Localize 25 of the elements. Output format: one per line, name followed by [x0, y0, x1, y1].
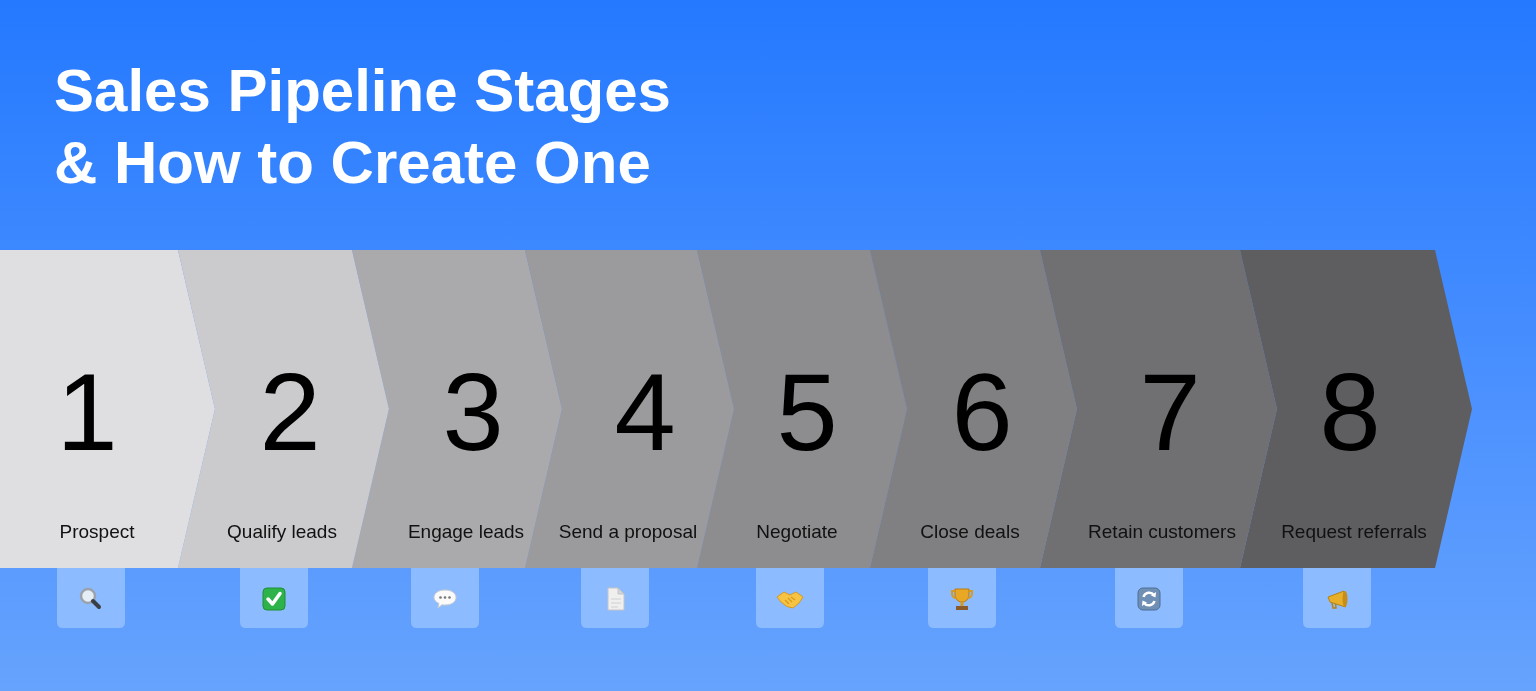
step-label: Request referrals: [1281, 520, 1427, 544]
step-number: 4: [614, 357, 676, 467]
step-number: 8: [1319, 357, 1381, 467]
chevron-step: [0, 250, 215, 568]
step-label: Prospect: [59, 520, 135, 544]
title: Sales Pipeline Stages & How to Create One: [54, 56, 672, 198]
chevron-step: [525, 250, 734, 568]
step-number: 2: [259, 357, 321, 467]
chevron-step: [178, 250, 389, 568]
chevron-step: [352, 250, 562, 568]
step-label: Retain customers: [1088, 520, 1236, 544]
step-number: 7: [1139, 357, 1201, 467]
step-number: 6: [951, 357, 1013, 467]
step-number: 1: [56, 357, 118, 467]
chevron-step: [1040, 250, 1277, 568]
step-label: Negotiate: [756, 520, 838, 544]
step-label: Engage leads: [407, 520, 525, 544]
step-label: Qualify leads: [227, 520, 337, 544]
step-label: Close deals: [920, 520, 1020, 544]
step-number: 5: [776, 357, 838, 467]
chevron-step: [1240, 250, 1472, 568]
chevron-step: [870, 250, 1077, 568]
chevron-step: [697, 250, 907, 568]
step-label: Send a proposal: [558, 520, 698, 544]
step-number: 3: [442, 357, 504, 467]
